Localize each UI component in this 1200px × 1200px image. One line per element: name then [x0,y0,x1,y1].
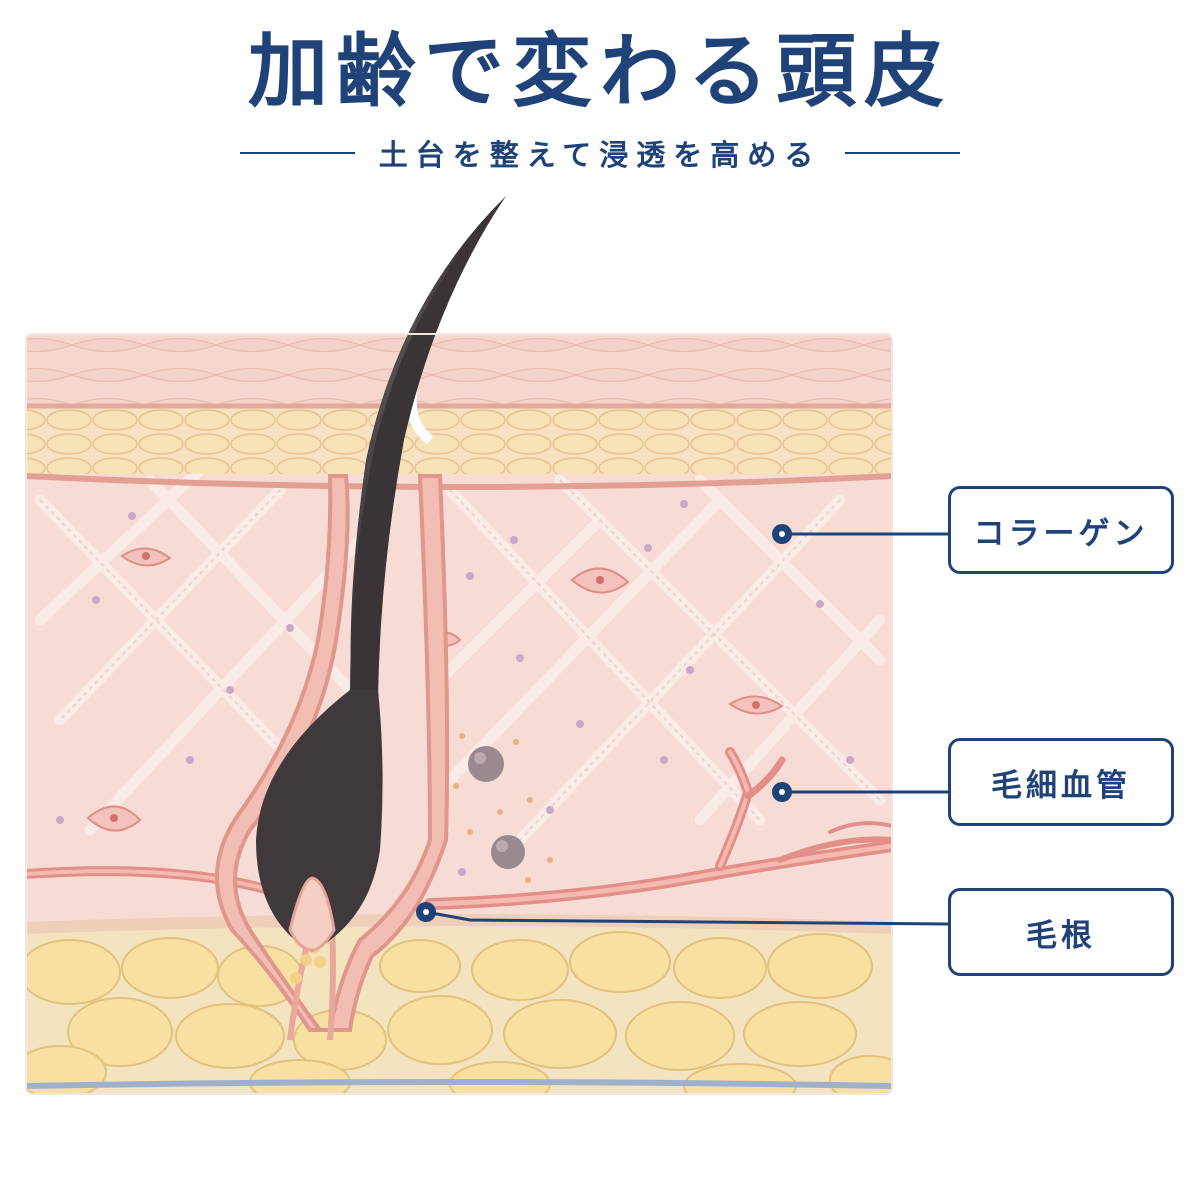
label-hair-root: 毛根 [948,888,1174,976]
connector-hair-root [425,910,949,926]
hair-follicle-sheath [215,474,450,1032]
subtitle-line-left [240,152,355,154]
label-connectors [425,532,949,926]
particle-cluster [453,733,553,883]
subtitle-line-right [845,152,960,154]
subtitle-row: 土台を整えて浸透を高める [240,128,960,178]
label-collagen: コラーゲン [948,486,1174,574]
page-subtitle: 土台を整えて浸透を高める [378,138,822,172]
fat-cell-icon [26,931,892,1094]
epidermis-surface [26,334,892,406]
label-capillary: 毛細血管 [948,738,1174,826]
cell-dots [56,500,854,876]
capillary-icon [424,747,892,910]
page-title: 加齢で変わる頭皮 [248,25,952,118]
hair-bulb [256,690,383,952]
